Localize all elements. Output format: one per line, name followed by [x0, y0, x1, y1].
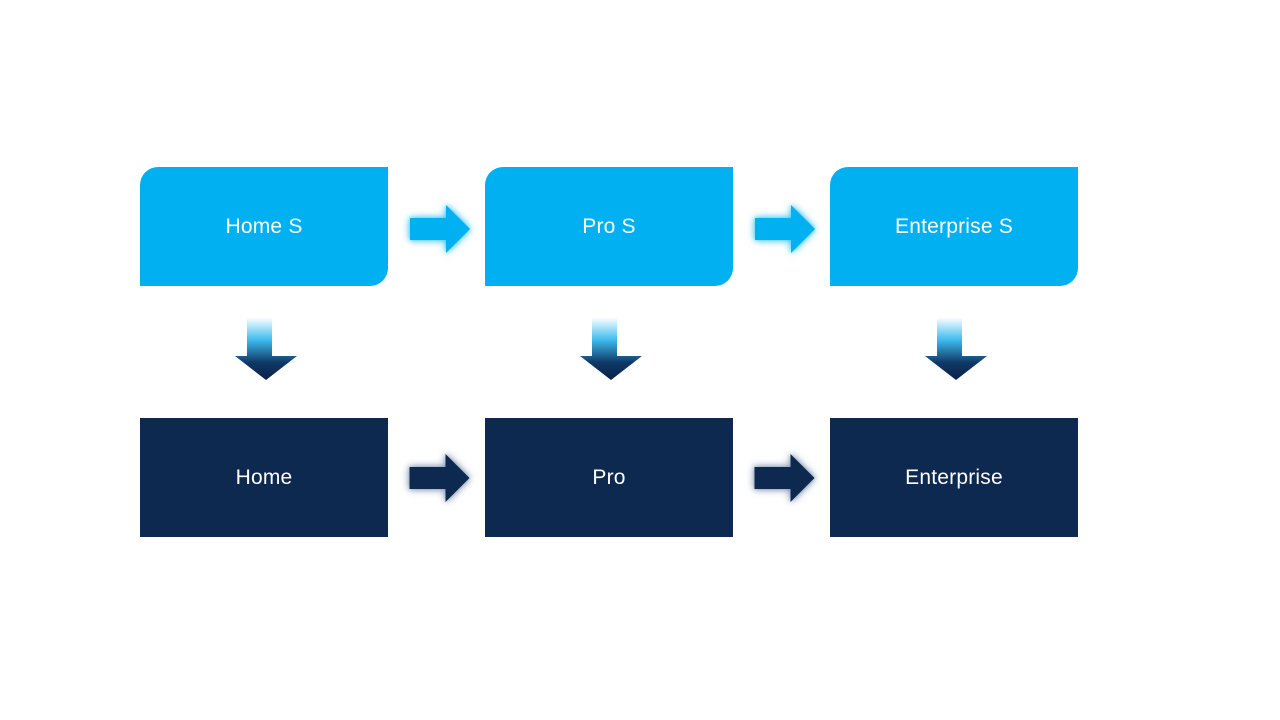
down-arrow-icon-enterprise-s-to-enterprise: [925, 318, 987, 380]
node-pro-s: Pro S: [485, 167, 733, 286]
right-arrow-icon-home-s-to-pro-s: [410, 203, 472, 255]
down-arrow-icon-pro-s-to-pro: [580, 318, 642, 380]
node-home-label: Home: [235, 465, 293, 489]
node-home: Home: [140, 418, 388, 537]
node-enterprise: Enterprise: [830, 418, 1078, 537]
node-pro-label: Pro: [592, 465, 626, 489]
right-arrow-icon-home-to-pro: [408, 452, 473, 504]
node-enterprise-s: Enterprise S: [830, 167, 1078, 286]
node-home-s-label: Home S: [225, 214, 303, 238]
node-enterprise-s-label: Enterprise S: [895, 214, 1013, 238]
node-enterprise-label: Enterprise: [905, 465, 1003, 489]
node-home-s: Home S: [140, 167, 388, 286]
down-arrow-icon-home-s-to-home: [235, 318, 297, 380]
node-pro-s-label: Pro S: [582, 214, 636, 238]
node-pro: Pro: [485, 418, 733, 537]
right-arrow-icon-pro-s-to-enterprise-s: [755, 203, 817, 255]
right-arrow-icon-pro-to-enterprise: [753, 452, 818, 504]
